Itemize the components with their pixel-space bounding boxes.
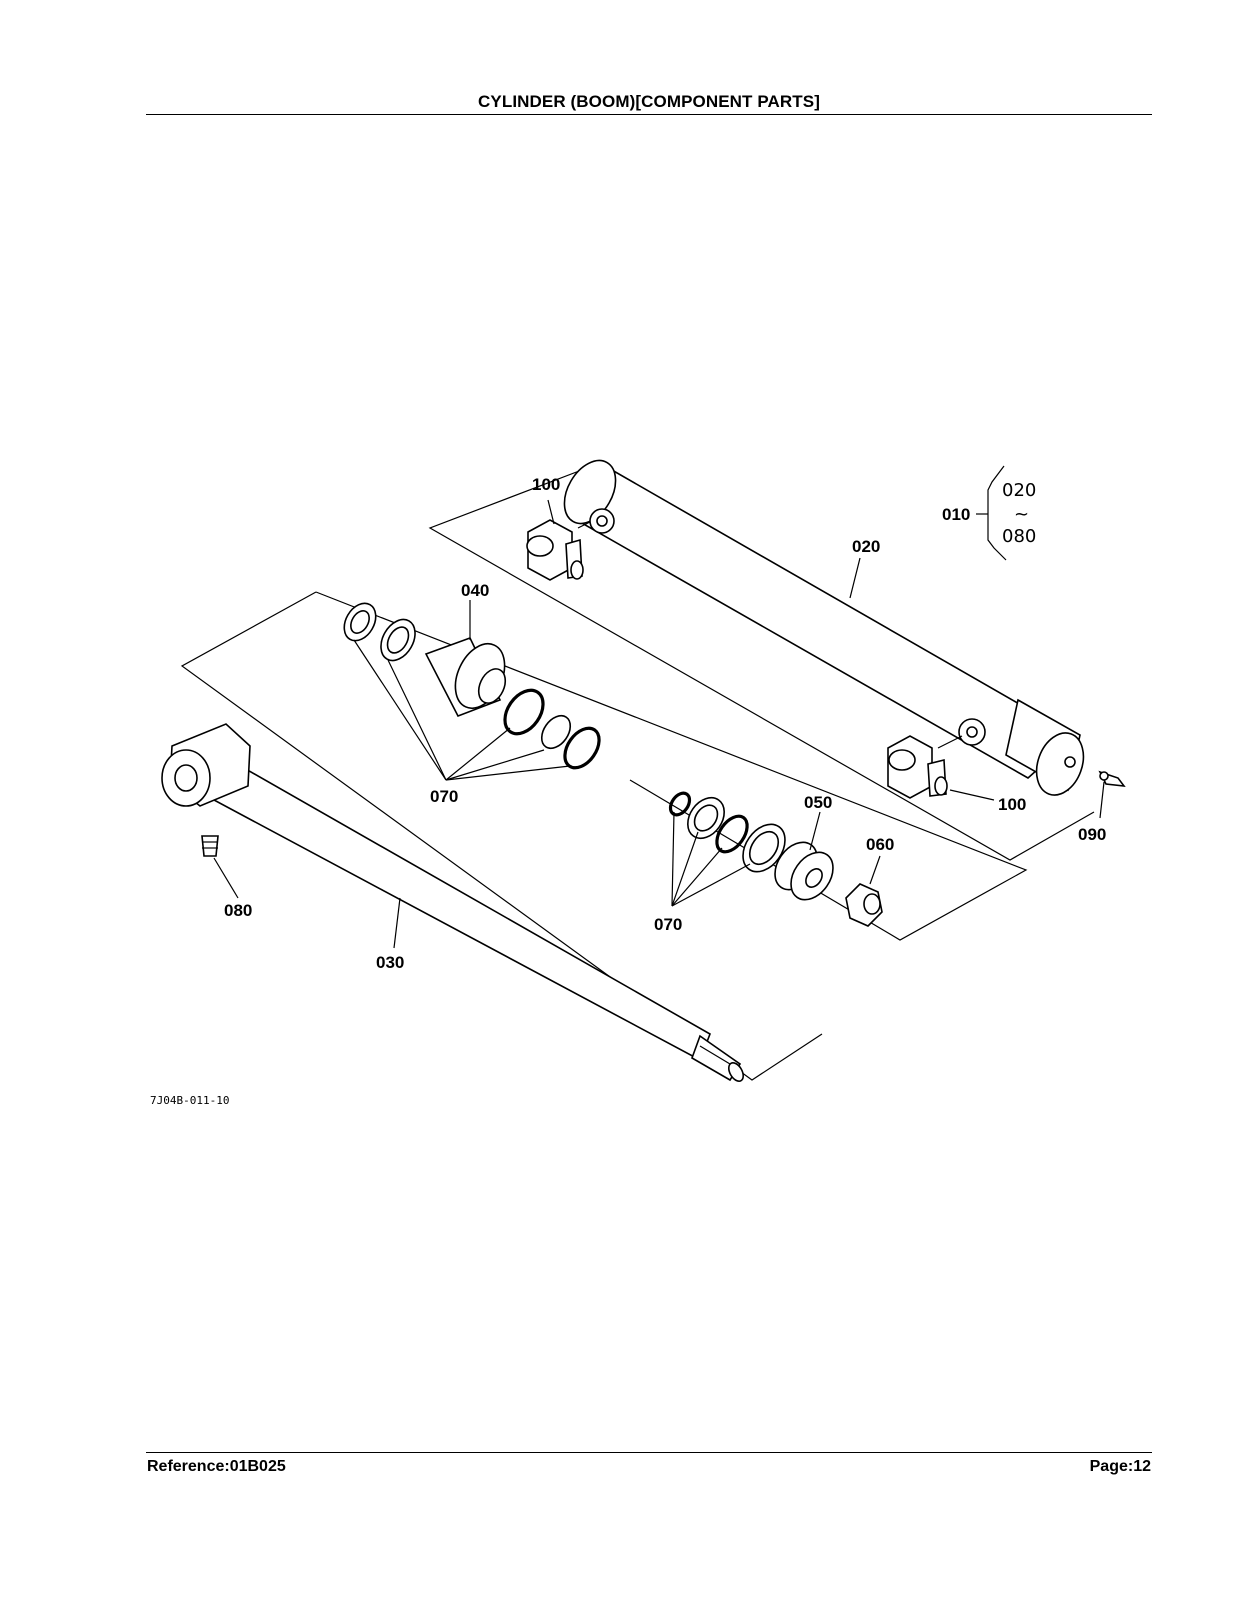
tube-end xyxy=(563,459,617,525)
seal-ring-c-inner xyxy=(693,804,719,832)
valve-stem xyxy=(937,735,963,749)
rod-thread xyxy=(691,1034,742,1082)
label-group-end: 080 xyxy=(1002,526,1036,547)
valve-outlet xyxy=(934,776,948,796)
rod-tip xyxy=(727,1062,745,1082)
leader-030 xyxy=(393,897,401,949)
label-040: 040 xyxy=(461,581,489,600)
label-050: 050 xyxy=(804,793,832,812)
piston-rod-030 xyxy=(161,723,745,1082)
grease-nipple-090 xyxy=(1098,770,1126,819)
cylinder-tube-020 xyxy=(428,459,1095,861)
rod-shaft xyxy=(212,758,711,1062)
bracket-curve xyxy=(987,465,1007,561)
rod-group-frame xyxy=(180,591,823,1081)
nipple-head xyxy=(1099,771,1109,781)
backup-ring-a xyxy=(540,714,572,750)
rod-eye-bore xyxy=(174,764,198,792)
page-number: Page:12 xyxy=(1089,1458,1151,1475)
leader-100-top xyxy=(547,499,555,525)
label-080: 080 xyxy=(224,901,252,920)
label-010: 010 xyxy=(942,505,970,524)
label-030: 030 xyxy=(376,953,404,972)
label-070-lower: 070 xyxy=(654,915,682,934)
label-group-tilde: ~ xyxy=(1014,504,1029,525)
valve-cap xyxy=(888,749,916,771)
thread-line xyxy=(699,1045,731,1065)
label-020: 020 xyxy=(852,537,880,556)
valve-100-top xyxy=(526,499,591,581)
nut-bore xyxy=(863,893,881,915)
nut-060 xyxy=(845,855,883,927)
o-ring-a xyxy=(503,688,545,736)
tube-body xyxy=(579,460,1077,779)
piston-050 xyxy=(668,791,834,901)
leader-020 xyxy=(849,557,861,599)
label-060: 060 xyxy=(866,835,894,854)
leaders-070-lower xyxy=(671,811,751,907)
clevis-face xyxy=(1035,732,1085,796)
drawing-code: 7J04B-011-10 xyxy=(150,1094,229,1107)
wear-ring-inner xyxy=(748,830,780,866)
page-title: CYLINDER (BOOM)[COMPONENT PARTS] xyxy=(478,92,820,111)
leader-060 xyxy=(869,855,881,885)
piston-bore xyxy=(805,868,823,888)
grease-nipple-080 xyxy=(201,835,239,899)
valve-cap xyxy=(526,535,554,557)
tube-group-frame xyxy=(428,467,1095,861)
gland-bore xyxy=(477,668,507,704)
header-rule xyxy=(146,114,1152,115)
reference-label: Reference:01B025 xyxy=(147,1458,286,1475)
label-group-start: 020 xyxy=(1002,480,1036,501)
port-top-bore xyxy=(596,515,608,527)
leader-100-bottom xyxy=(949,789,995,801)
leader-050 xyxy=(809,811,821,851)
valve-100-bottom xyxy=(887,735,995,801)
valve-outlet xyxy=(570,560,584,580)
port-bottom-bore xyxy=(966,726,978,738)
footer-rule xyxy=(146,1452,1152,1453)
clevis-hole xyxy=(1064,756,1076,768)
label-090: 090 xyxy=(1078,825,1106,844)
o-ring-c xyxy=(668,791,692,817)
nipple-body xyxy=(201,835,219,857)
label-070-upper: 070 xyxy=(430,787,458,806)
seal-ring-a-inner xyxy=(350,610,370,634)
leaders-070-upper xyxy=(353,639,571,781)
assembly-bracket-010 xyxy=(976,465,1007,561)
valve-stem xyxy=(577,521,591,529)
gland-040 xyxy=(343,600,601,770)
label-100-top: 100 xyxy=(532,475,560,494)
leader-080 xyxy=(213,857,239,899)
label-100-bottom: 100 xyxy=(998,795,1026,814)
leader-090 xyxy=(1099,781,1105,819)
seal-ring-b-inner xyxy=(386,626,410,654)
